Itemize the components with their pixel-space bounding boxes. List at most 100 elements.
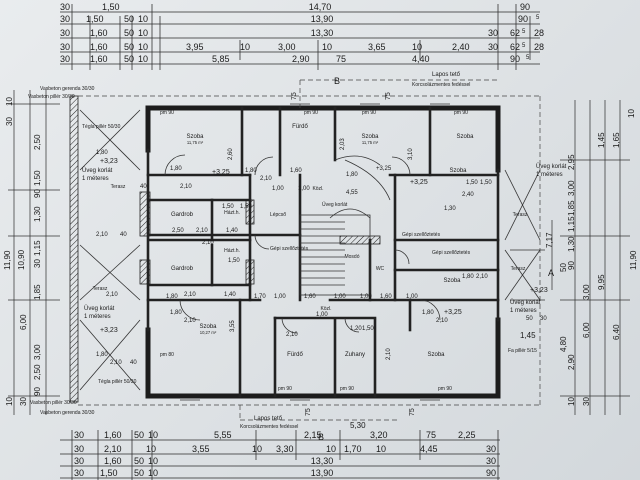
- right-dim-12: 2,90: [567, 354, 576, 370]
- right-dim-7: 3,00: [582, 284, 591, 300]
- idim-15: 2,10: [196, 228, 208, 234]
- idim-8: 2,03: [340, 138, 346, 150]
- idim-60: 75: [291, 92, 298, 100]
- idim-35: 2,10: [286, 332, 298, 338]
- bottom-dim-r2-10: 4,45: [420, 444, 438, 454]
- room-11-name: Terasz: [513, 212, 528, 218]
- idim-43: 2,10: [386, 348, 392, 360]
- label-fa-piller: Fa pillér 5/15: [508, 348, 537, 354]
- bottom-dim-r2-1: 30: [74, 444, 84, 454]
- room-19-name: Zuhany: [345, 352, 365, 358]
- left-dimension-lines: [8, 90, 60, 415]
- label-uveg-3: Üveg korlát: [536, 163, 567, 170]
- left-dim-4: 1,50: [33, 170, 42, 186]
- right-dim-10: 6,40: [612, 324, 621, 340]
- idim-55: 4,55: [346, 190, 358, 196]
- room-2-name: Fürdő: [292, 124, 308, 130]
- bottom-dim-r4-6: 90: [486, 468, 496, 478]
- top-dim-r2-2: 1,50: [86, 14, 104, 24]
- bottom-dim-r4-3: 50: [134, 468, 144, 478]
- top-dim-r3-2: 1,60: [90, 28, 108, 38]
- top-dim-r4-10: 10: [412, 42, 422, 52]
- bottom-dim-r3-2: 1,60: [104, 456, 122, 466]
- outer-walls: [69, 79, 545, 421]
- idim-3: 2,60: [228, 148, 234, 160]
- idim-59: 40: [130, 360, 137, 366]
- idim-21: 2,10: [202, 240, 214, 246]
- room-10-name: Szoba: [449, 168, 467, 174]
- top-dim-r3-4: 10: [138, 28, 148, 38]
- top-dim-r1-4: 90: [520, 2, 530, 12]
- idim-58: 2,10: [110, 360, 122, 366]
- pillar-mid-3: [339, 235, 381, 245]
- left-pillar-column: [69, 95, 79, 403]
- right-dim-17: 10: [627, 109, 636, 118]
- idim-23: 2,10: [184, 292, 196, 298]
- left-dimension-text: 10 30 2,50 1,50 90 1,30 1,15 30 1,85 6,0…: [3, 97, 42, 406]
- idim-22: 1,50: [228, 258, 240, 264]
- label-uveg-2: Üveg korlát: [84, 305, 115, 312]
- left-dim-13: 90: [33, 387, 42, 396]
- idim-33: 2,10: [184, 318, 196, 324]
- room-3-name: Szoba: [361, 134, 379, 140]
- idim-11: +3,25: [376, 166, 392, 172]
- top-dim-r1-3: 14,70: [309, 2, 332, 12]
- top-dim-r4-14: 5: [522, 43, 526, 49]
- right-dim-14: 30: [582, 397, 591, 406]
- left-dim-17: 10,90: [17, 249, 26, 270]
- idim-45: pm 90: [304, 110, 318, 116]
- label-gepi-3: Gépi szellőztetés: [432, 250, 471, 256]
- top-dim-r4-6: 10: [240, 42, 250, 52]
- top-dim-r4-2: 1,60: [90, 42, 108, 52]
- idim-52: 1,80: [96, 150, 108, 156]
- staircase: [299, 155, 391, 296]
- left-dim-1: 10: [5, 97, 14, 106]
- room-16-name: Terasz: [511, 266, 526, 272]
- idim-47: pm 90: [454, 110, 468, 116]
- left-dim-15: 30: [19, 397, 28, 406]
- pillar-left-2: [139, 259, 151, 285]
- left-dim-8: 30: [33, 259, 42, 268]
- pillar-left-1: [139, 191, 151, 237]
- bottom-dim-r1-6: 2,15: [304, 430, 322, 440]
- bottom-dim-r2-4: 3,55: [192, 444, 210, 454]
- top-dim-r5-4: 10: [138, 54, 148, 64]
- idim-39: 1,80: [422, 310, 434, 316]
- idim-34: 3,55: [230, 320, 236, 332]
- section-marker-a: A: [548, 268, 554, 278]
- room-23-name: WC: [376, 266, 385, 272]
- idim-25: 1,70: [254, 294, 266, 300]
- bottom-dim-r2-7: 10: [326, 444, 336, 454]
- label-top-pillar: Vasbeton pillér 30/30: [28, 94, 75, 100]
- level-323-a: +3,23: [100, 158, 118, 165]
- top-dim-r4-5: 3,95: [186, 42, 204, 52]
- right-dim-5: 1,30: [567, 236, 576, 252]
- right-dim-1: 2,95: [567, 154, 576, 170]
- right-dim-8: 9,95: [597, 274, 606, 290]
- label-uveg-4b: 1 méteres: [510, 308, 537, 314]
- room-7-name: Házt.h.: [224, 210, 240, 216]
- idim-18: 1,50: [466, 180, 478, 186]
- right-dim-15: 1,45: [597, 132, 606, 148]
- label-lapos-bottom2: Korcsolázmentes fedéssel: [240, 424, 298, 430]
- level-323-b: +3,23: [100, 327, 118, 334]
- top-dim-r2-6: 90: [518, 14, 528, 24]
- idim-14: 1,40: [226, 228, 238, 234]
- room-labels: Szoba 11,75 m² Fürdő Szoba 11,75 m² Szob…: [93, 124, 528, 358]
- top-dim-r5-3: 50: [124, 54, 134, 64]
- idim-7: 1,00: [298, 186, 310, 192]
- top-dim-r2-1: 30: [60, 14, 70, 24]
- left-dim-12: 2,50: [33, 364, 42, 380]
- right-dim-11: 11,90: [629, 250, 638, 270]
- idim-31: 1,00: [406, 294, 418, 300]
- pillar-mid-1: [245, 199, 255, 225]
- idim-30: 1,60: [380, 294, 392, 300]
- bottom-dim-r4-4: 10: [148, 468, 158, 478]
- left-dim-16: 11,90: [3, 250, 12, 270]
- top-dim-r1-2: 1,50: [102, 2, 120, 12]
- label-uveg-1b: 1 méteres: [82, 176, 109, 182]
- idim-24: 1,40: [224, 292, 236, 298]
- top-dim-r3-7: 62: [510, 28, 520, 38]
